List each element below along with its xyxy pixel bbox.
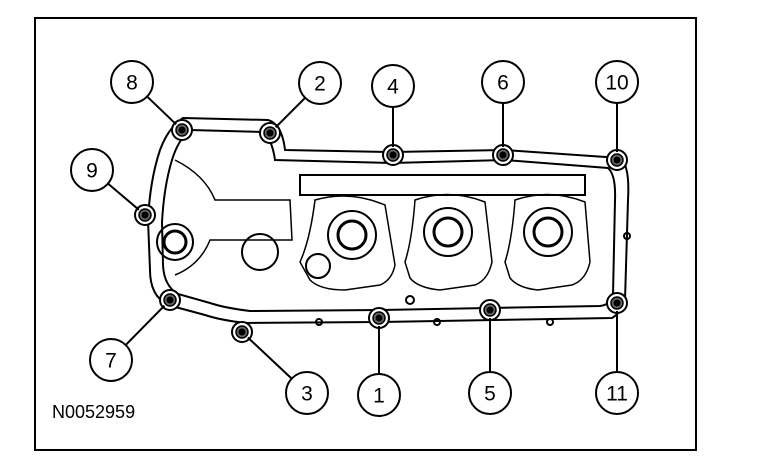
leader-line-2 xyxy=(274,97,306,129)
callout-circle xyxy=(298,61,342,105)
figure-id-label: N0052959 xyxy=(52,402,135,422)
callout-3: 3 xyxy=(285,371,329,415)
bolt-9 xyxy=(134,204,156,226)
callout-label: 10 xyxy=(605,72,628,95)
callout-10: 10 xyxy=(595,60,639,104)
callout-label: 8 xyxy=(126,72,138,95)
bolt-6 xyxy=(492,144,514,166)
callout-label: 4 xyxy=(387,76,399,99)
valve-cover xyxy=(146,116,631,326)
callout-5: 5 xyxy=(468,371,512,415)
callout-circle xyxy=(110,60,154,104)
callout-label: 9 xyxy=(86,160,98,183)
callout-circle xyxy=(371,64,415,108)
callout-9: 9 xyxy=(70,148,114,192)
callout-circle xyxy=(70,148,114,192)
callout-label: 6 xyxy=(497,72,509,95)
callout-label: 3 xyxy=(301,383,313,406)
callout-circle xyxy=(285,371,329,415)
callout-label: 11 xyxy=(606,383,628,406)
callout-circle xyxy=(595,371,639,415)
callout-11: 11 xyxy=(595,371,639,415)
leader-line-8 xyxy=(146,95,177,126)
leader-lines xyxy=(107,95,618,380)
callout-circle xyxy=(357,373,401,417)
bolt-7 xyxy=(159,289,181,311)
callout-6: 6 xyxy=(481,60,525,104)
bolt-8 xyxy=(171,119,193,141)
bolt-5 xyxy=(479,299,501,321)
callout-1: 1 xyxy=(357,373,401,417)
callout-7: 7 xyxy=(89,338,133,382)
leader-line-7 xyxy=(125,305,166,346)
callout-label: 2 xyxy=(314,73,326,96)
callout-4: 4 xyxy=(371,64,415,108)
callout-circle xyxy=(89,338,133,382)
callout-circle xyxy=(595,60,639,104)
callout-label: 5 xyxy=(484,383,496,406)
callout-label: 1 xyxy=(373,385,385,408)
leader-line-3 xyxy=(247,336,293,380)
bolt-2 xyxy=(259,122,281,144)
callout-label: 7 xyxy=(105,350,117,373)
callouts: 1 2 3 4 5 6 7 8 9 10 11 xyxy=(70,60,639,417)
bolt-11 xyxy=(606,292,628,314)
callout-2: 2 xyxy=(298,61,342,105)
callout-circle xyxy=(468,371,512,415)
bolt-4 xyxy=(382,144,404,166)
callout-circle xyxy=(481,60,525,104)
leader-line-9 xyxy=(107,182,140,211)
bolts xyxy=(134,119,628,343)
bolt-3 xyxy=(231,321,253,343)
bolt-1 xyxy=(368,307,390,329)
bolt-10 xyxy=(606,149,628,171)
callout-8: 8 xyxy=(110,60,154,104)
